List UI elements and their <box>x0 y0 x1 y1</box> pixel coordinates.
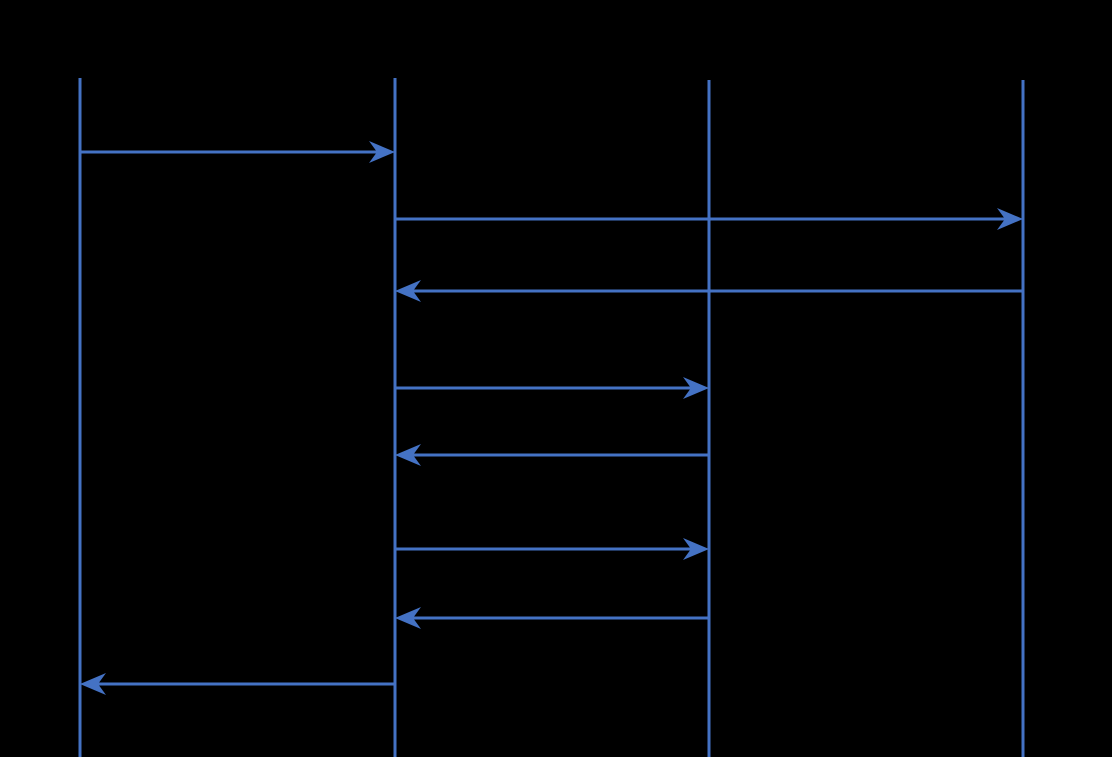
message-1-arrowhead-icon <box>369 141 395 163</box>
message-6-arrowhead-icon <box>683 538 709 560</box>
message-3-arrowhead-icon <box>395 280 421 302</box>
message-8-arrowhead-icon <box>80 673 106 695</box>
message-2-arrowhead-icon <box>997 208 1023 230</box>
message-4-arrowhead-icon <box>683 377 709 399</box>
message-7-arrowhead-icon <box>395 607 421 629</box>
message-5-arrowhead-icon <box>395 444 421 466</box>
